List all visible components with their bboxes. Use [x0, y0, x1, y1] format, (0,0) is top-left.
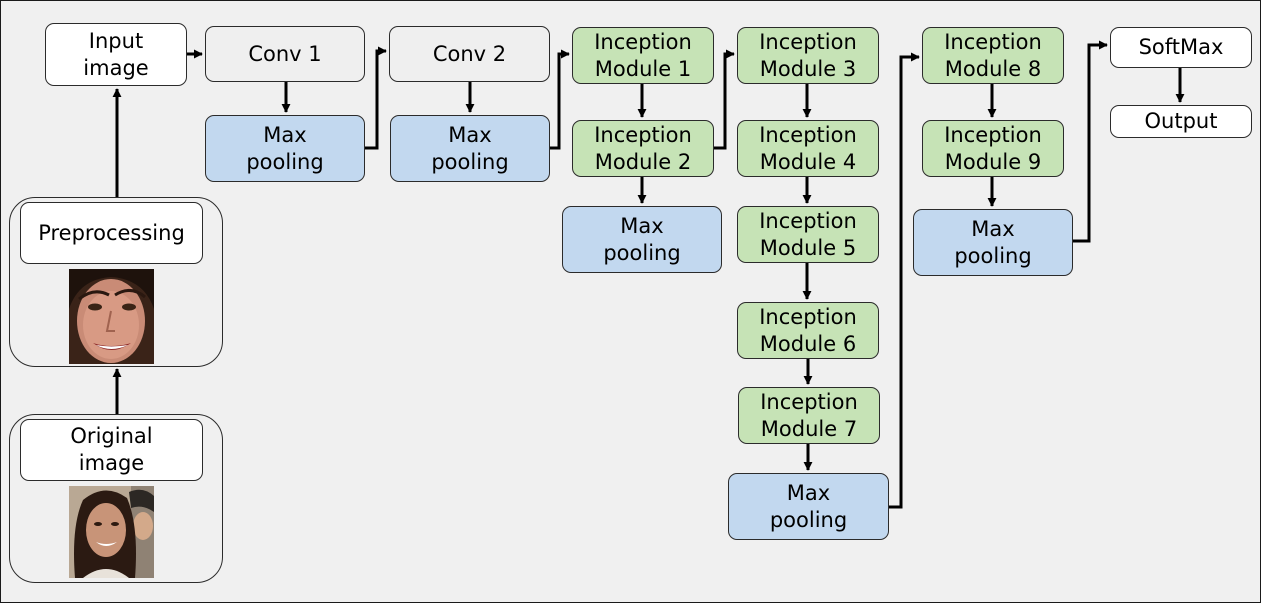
inception-module-3-node: Inception Module 3 [737, 27, 879, 84]
max-pooling-4-node: Max pooling [728, 473, 889, 540]
edge-maxpool5-to-softmax [1073, 40, 1108, 243]
max-pooling-5-node: Max pooling [913, 209, 1073, 276]
inception-module-4-node: Inception Module 4 [737, 120, 879, 177]
original-face-image [69, 486, 154, 578]
inception-module-6-node: Inception Module 6 [737, 302, 879, 359]
inception-module-5-node: Inception Module 5 [737, 206, 879, 263]
max-pooling-2-node: Max pooling [390, 115, 550, 182]
edge-maxpool1-to-conv2 [365, 46, 387, 150]
max-pooling-1-node: Max pooling [205, 115, 365, 182]
conv2-node: Conv 2 [389, 26, 550, 82]
max-pooling-3-node: Max pooling [562, 206, 722, 273]
edge-maxpool4-to-inception8 [889, 52, 920, 509]
original-image-node: Original image [20, 419, 203, 481]
softmax-node: SoftMax [1110, 27, 1252, 68]
preprocessing-node: Preprocessing [20, 202, 203, 264]
output-node: Output [1110, 105, 1252, 138]
inception-module-7-node: Inception Module 7 [738, 387, 880, 444]
input-image-node: Input image [45, 23, 187, 86]
conv1-node: Conv 1 [205, 26, 365, 82]
inception-module-8-node: Inception Module 8 [922, 27, 1064, 84]
edge-maxpool2-to-inception1 [550, 49, 570, 150]
edge-inception2-to-inception3 [714, 49, 735, 150]
inception-module-2-node: Inception Module 2 [572, 120, 714, 177]
preprocessed-face-image [69, 269, 154, 364]
inception-module-9-node: Inception Module 9 [922, 120, 1064, 177]
inception-module-1-node: Inception Module 1 [572, 27, 714, 84]
